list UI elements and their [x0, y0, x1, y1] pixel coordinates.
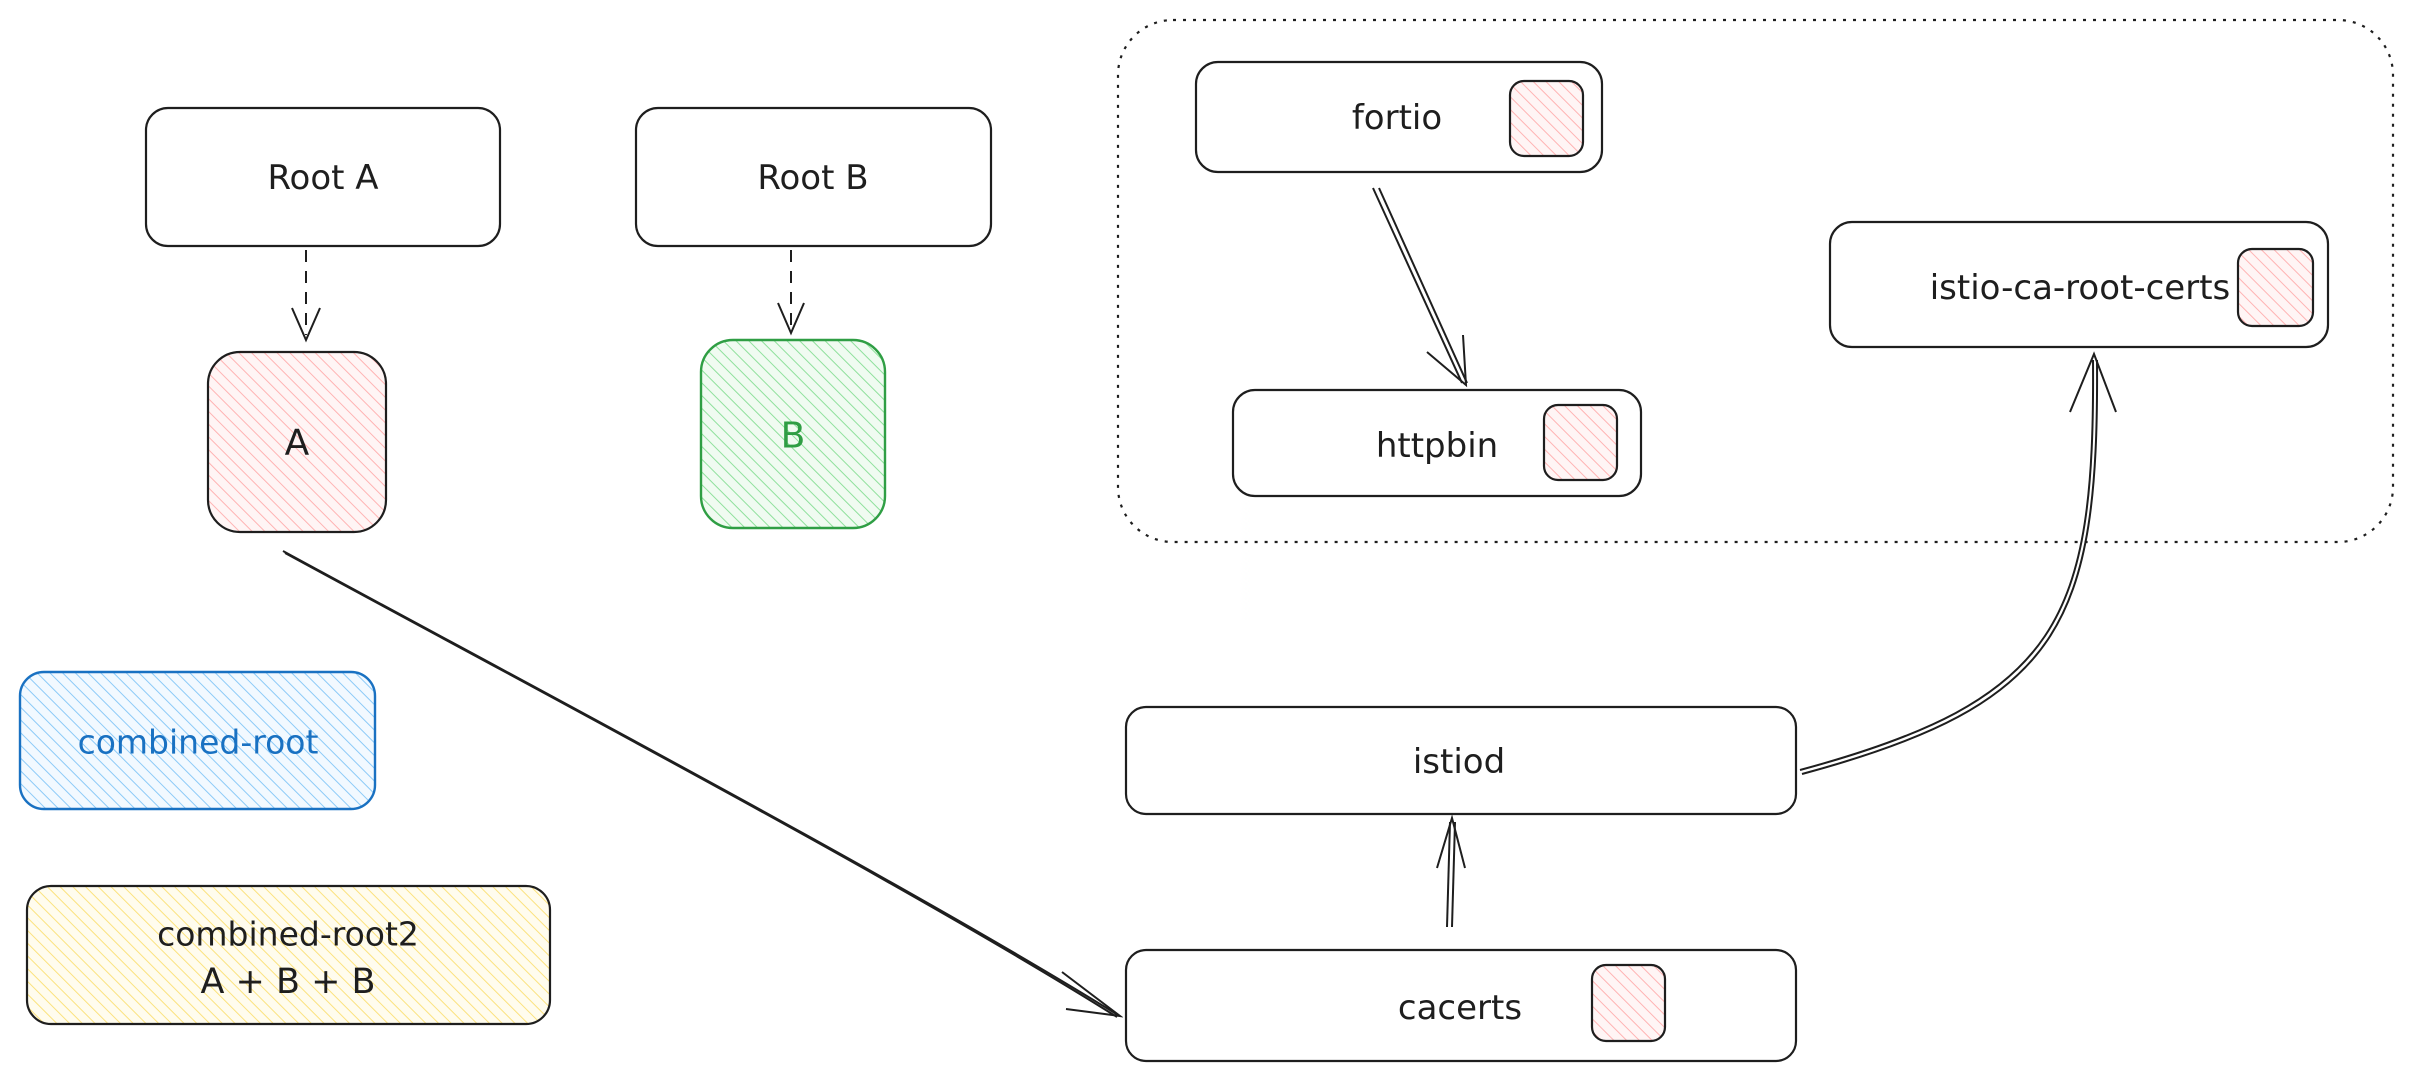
cacerts-label: cacerts	[1398, 988, 1522, 1028]
b-label: B	[781, 416, 806, 457]
edge-istiod-to-istio-ca-root-certs	[1799, 351, 2117, 775]
httpbin-label: httpbin	[1376, 426, 1498, 466]
root-b-node[interactable]: Root B	[634, 106, 993, 248]
root-b-label: Root B	[757, 158, 868, 198]
istio-ca-root-certs-node[interactable]: istio-ca-root-certs	[1828, 220, 2330, 349]
root-a-label: Root A	[267, 158, 378, 198]
httpbin-pod-badge	[1542, 403, 1619, 482]
a-label: A	[285, 423, 310, 464]
combined-root2-node[interactable]: combined-root2 A + B + B	[25, 884, 552, 1026]
fortio-pod-badge	[1508, 79, 1585, 158]
mesh-group-container	[1116, 18, 2395, 544]
edge-a-to-cacerts	[282, 550, 1124, 1018]
edge-root-a-to-a	[291, 250, 321, 343]
combined-root-label: combined-root	[78, 723, 319, 762]
combined-root2-label-line1: combined-root2	[157, 915, 419, 954]
edge-cacerts-to-istiod	[1436, 814, 1466, 928]
a-node[interactable]: A	[206, 350, 388, 534]
root-a-node[interactable]: Root A	[144, 106, 502, 248]
istiod-label: istiod	[1413, 742, 1505, 782]
fortio-node[interactable]: fortio	[1194, 60, 1604, 174]
edge-fortio-to-httpbin	[1372, 187, 1468, 388]
istio-ca-root-certs-badge	[2236, 247, 2315, 328]
edge-root-b-to-b	[777, 250, 805, 336]
combined-root2-label-line2: A + B + B	[200, 962, 375, 1002]
cacerts-badge	[1590, 963, 1667, 1043]
combined-root-node[interactable]: combined-root	[18, 670, 377, 811]
cacerts-node[interactable]: cacerts	[1124, 948, 1798, 1063]
b-node[interactable]: B	[699, 338, 887, 530]
istiod-node[interactable]: istiod	[1124, 705, 1798, 816]
fortio-label: fortio	[1352, 98, 1442, 138]
httpbin-node[interactable]: httpbin	[1231, 388, 1643, 498]
istio-ca-root-certs-label: istio-ca-root-certs	[1930, 268, 2231, 308]
